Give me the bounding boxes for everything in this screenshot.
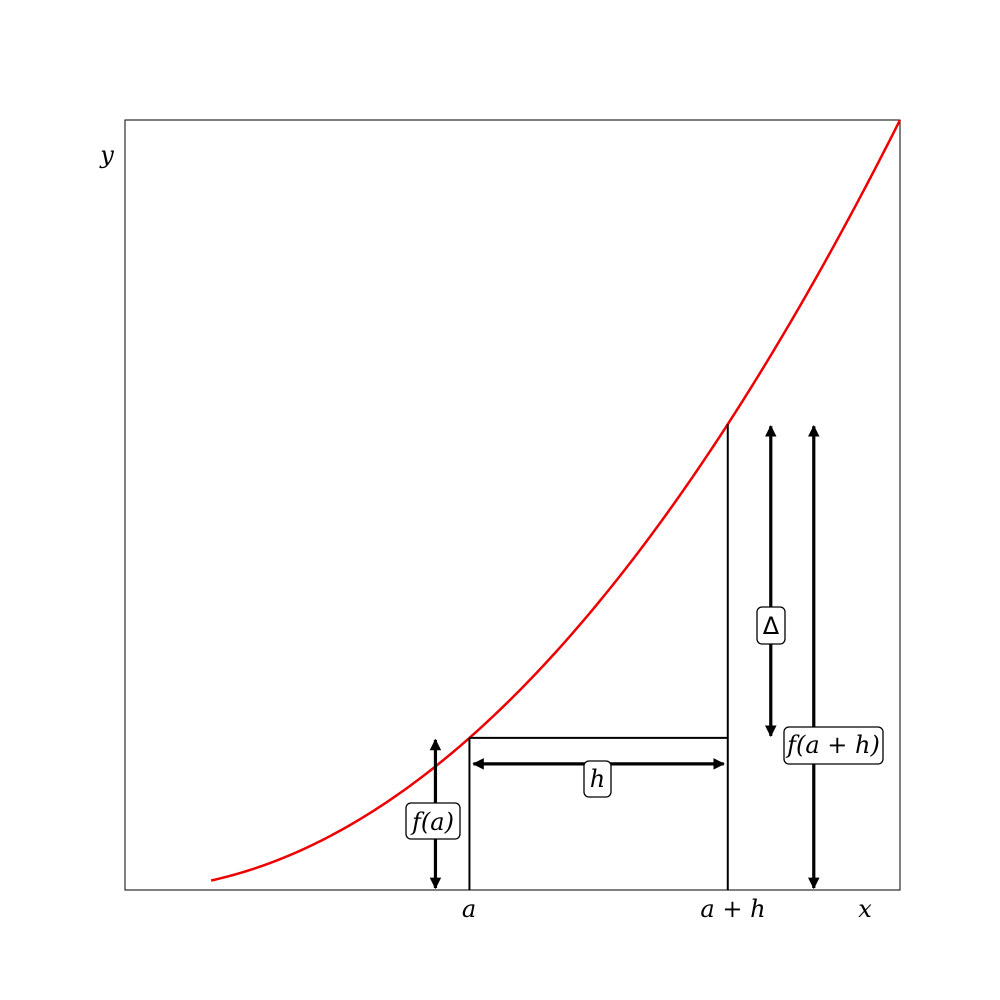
label-f-a-text: f(a) xyxy=(410,808,454,836)
x-axis-label: x xyxy=(858,895,872,923)
label-delta: Δ xyxy=(756,606,786,645)
curve-line xyxy=(210,119,902,882)
label-delta-text: Δ xyxy=(763,612,780,640)
xtick-label-a-plus-h: a + h xyxy=(700,895,765,923)
y-axis-label: y xyxy=(99,141,114,169)
plot-frame xyxy=(124,119,901,891)
label-f-a-plus-h: f(a + h) xyxy=(783,726,884,765)
label-f-a-plus-h-text: f(a + h) xyxy=(785,731,880,759)
label-h: h xyxy=(583,760,612,798)
label-f-a: f(a) xyxy=(405,802,461,840)
xtick-label-a: a xyxy=(462,895,476,923)
label-h-text: h xyxy=(590,765,605,793)
